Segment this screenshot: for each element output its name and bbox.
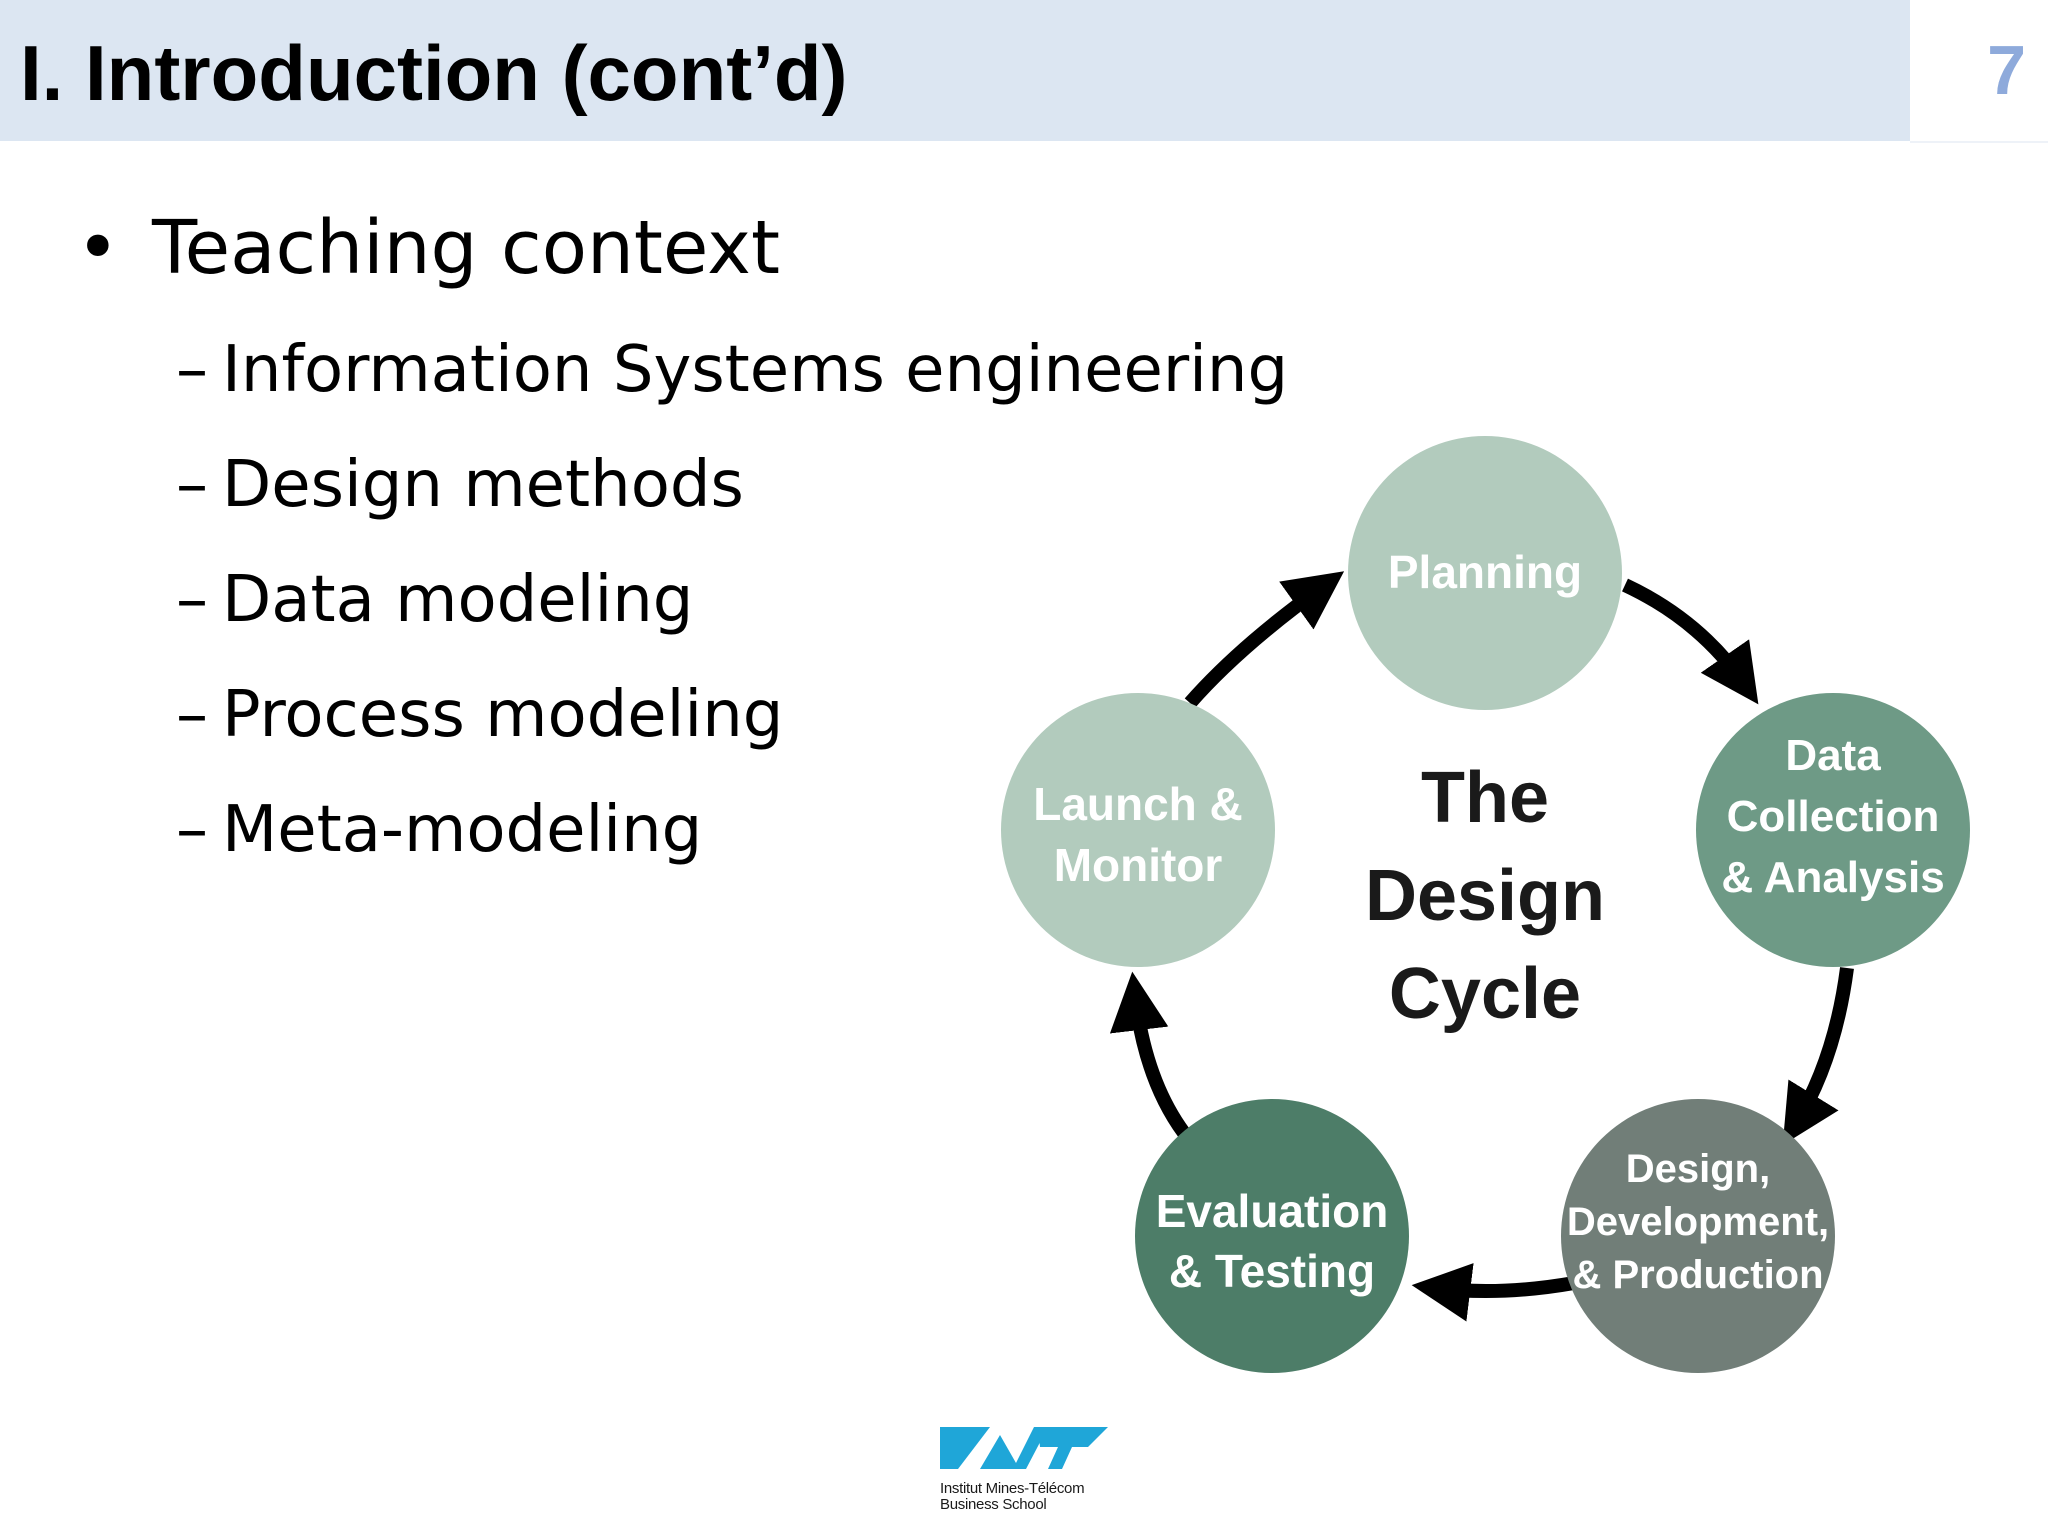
logo-caption-line: Institut Mines-Télécom (940, 1480, 1085, 1497)
cycle-arrow (1109, 971, 1190, 1138)
sub-item: –Process modeling (176, 678, 783, 752)
institution-logo: Institut Mines-Télécom Business School (940, 1425, 1110, 1513)
center-title: Design (1365, 856, 1605, 936)
evaluation-testing-label: & Testing (1169, 1245, 1375, 1297)
logo-caption: Institut Mines-Télécom Business School (940, 1481, 1110, 1513)
data-collection-label: & Analysis (1721, 853, 1944, 902)
design-development-label: Development, (1567, 1200, 1829, 1244)
cycle-arrow (1411, 1263, 1576, 1322)
sub-item: –Data modeling (176, 563, 693, 637)
design-development-label: Design, (1626, 1147, 1770, 1191)
planning-label: Planning (1388, 546, 1582, 598)
sub-item-text: Process modeling (222, 678, 784, 752)
logo-mark (940, 1427, 1108, 1469)
slide-number: 7 (1987, 31, 2026, 109)
planning-node (1348, 436, 1622, 710)
sub-item-dash: – (176, 678, 208, 752)
data-collection-label: Collection (1727, 792, 1940, 841)
cycle-arrow (1622, 578, 1759, 705)
sub-item: –Information Systems engineering (176, 333, 1288, 407)
cycle-arrow (1782, 967, 1854, 1146)
design-development-node (1561, 1099, 1835, 1373)
sub-item-dash: – (176, 333, 208, 407)
data-collection-label: Data (1785, 731, 1881, 780)
slide-title: I. Introduction (cont’d) (20, 29, 848, 117)
bullet-text: Teaching context (152, 205, 780, 291)
sub-item-dash: – (176, 793, 208, 867)
evaluation-testing-label: Evaluation (1156, 1185, 1389, 1237)
sub-item-text: Meta-modeling (222, 793, 703, 867)
launch-monitor-label: Monitor (1054, 839, 1223, 891)
sub-item-text: Design methods (222, 448, 744, 522)
logo-caption-line: Business School (940, 1496, 1047, 1513)
design-cycle-diagram: Planning Data Collection & Analysis Desi… (1001, 436, 1970, 1373)
center-title: Cycle (1389, 954, 1581, 1034)
launch-monitor-label: Launch & (1033, 778, 1243, 830)
evaluation-testing-node (1135, 1099, 1409, 1373)
sub-item: –Meta-modeling (176, 793, 702, 867)
bullet-dot: • (76, 205, 120, 291)
slide-number-box: 7 (1910, 0, 2048, 143)
sub-item: –Design methods (176, 448, 744, 522)
sub-item-text: Data modeling (222, 563, 694, 637)
cycle-arrow (1184, 571, 1345, 708)
sub-item-text: Information Systems engineering (222, 333, 1289, 407)
sub-item-dash: – (176, 448, 208, 522)
launch-monitor-node (1001, 693, 1275, 967)
title-bar: I. Introduction (cont’d) (0, 0, 1910, 141)
center-title: The (1421, 758, 1549, 838)
sub-item-dash: – (176, 563, 208, 637)
data-collection-node (1696, 693, 1970, 967)
design-development-label: & Production (1572, 1253, 1823, 1297)
